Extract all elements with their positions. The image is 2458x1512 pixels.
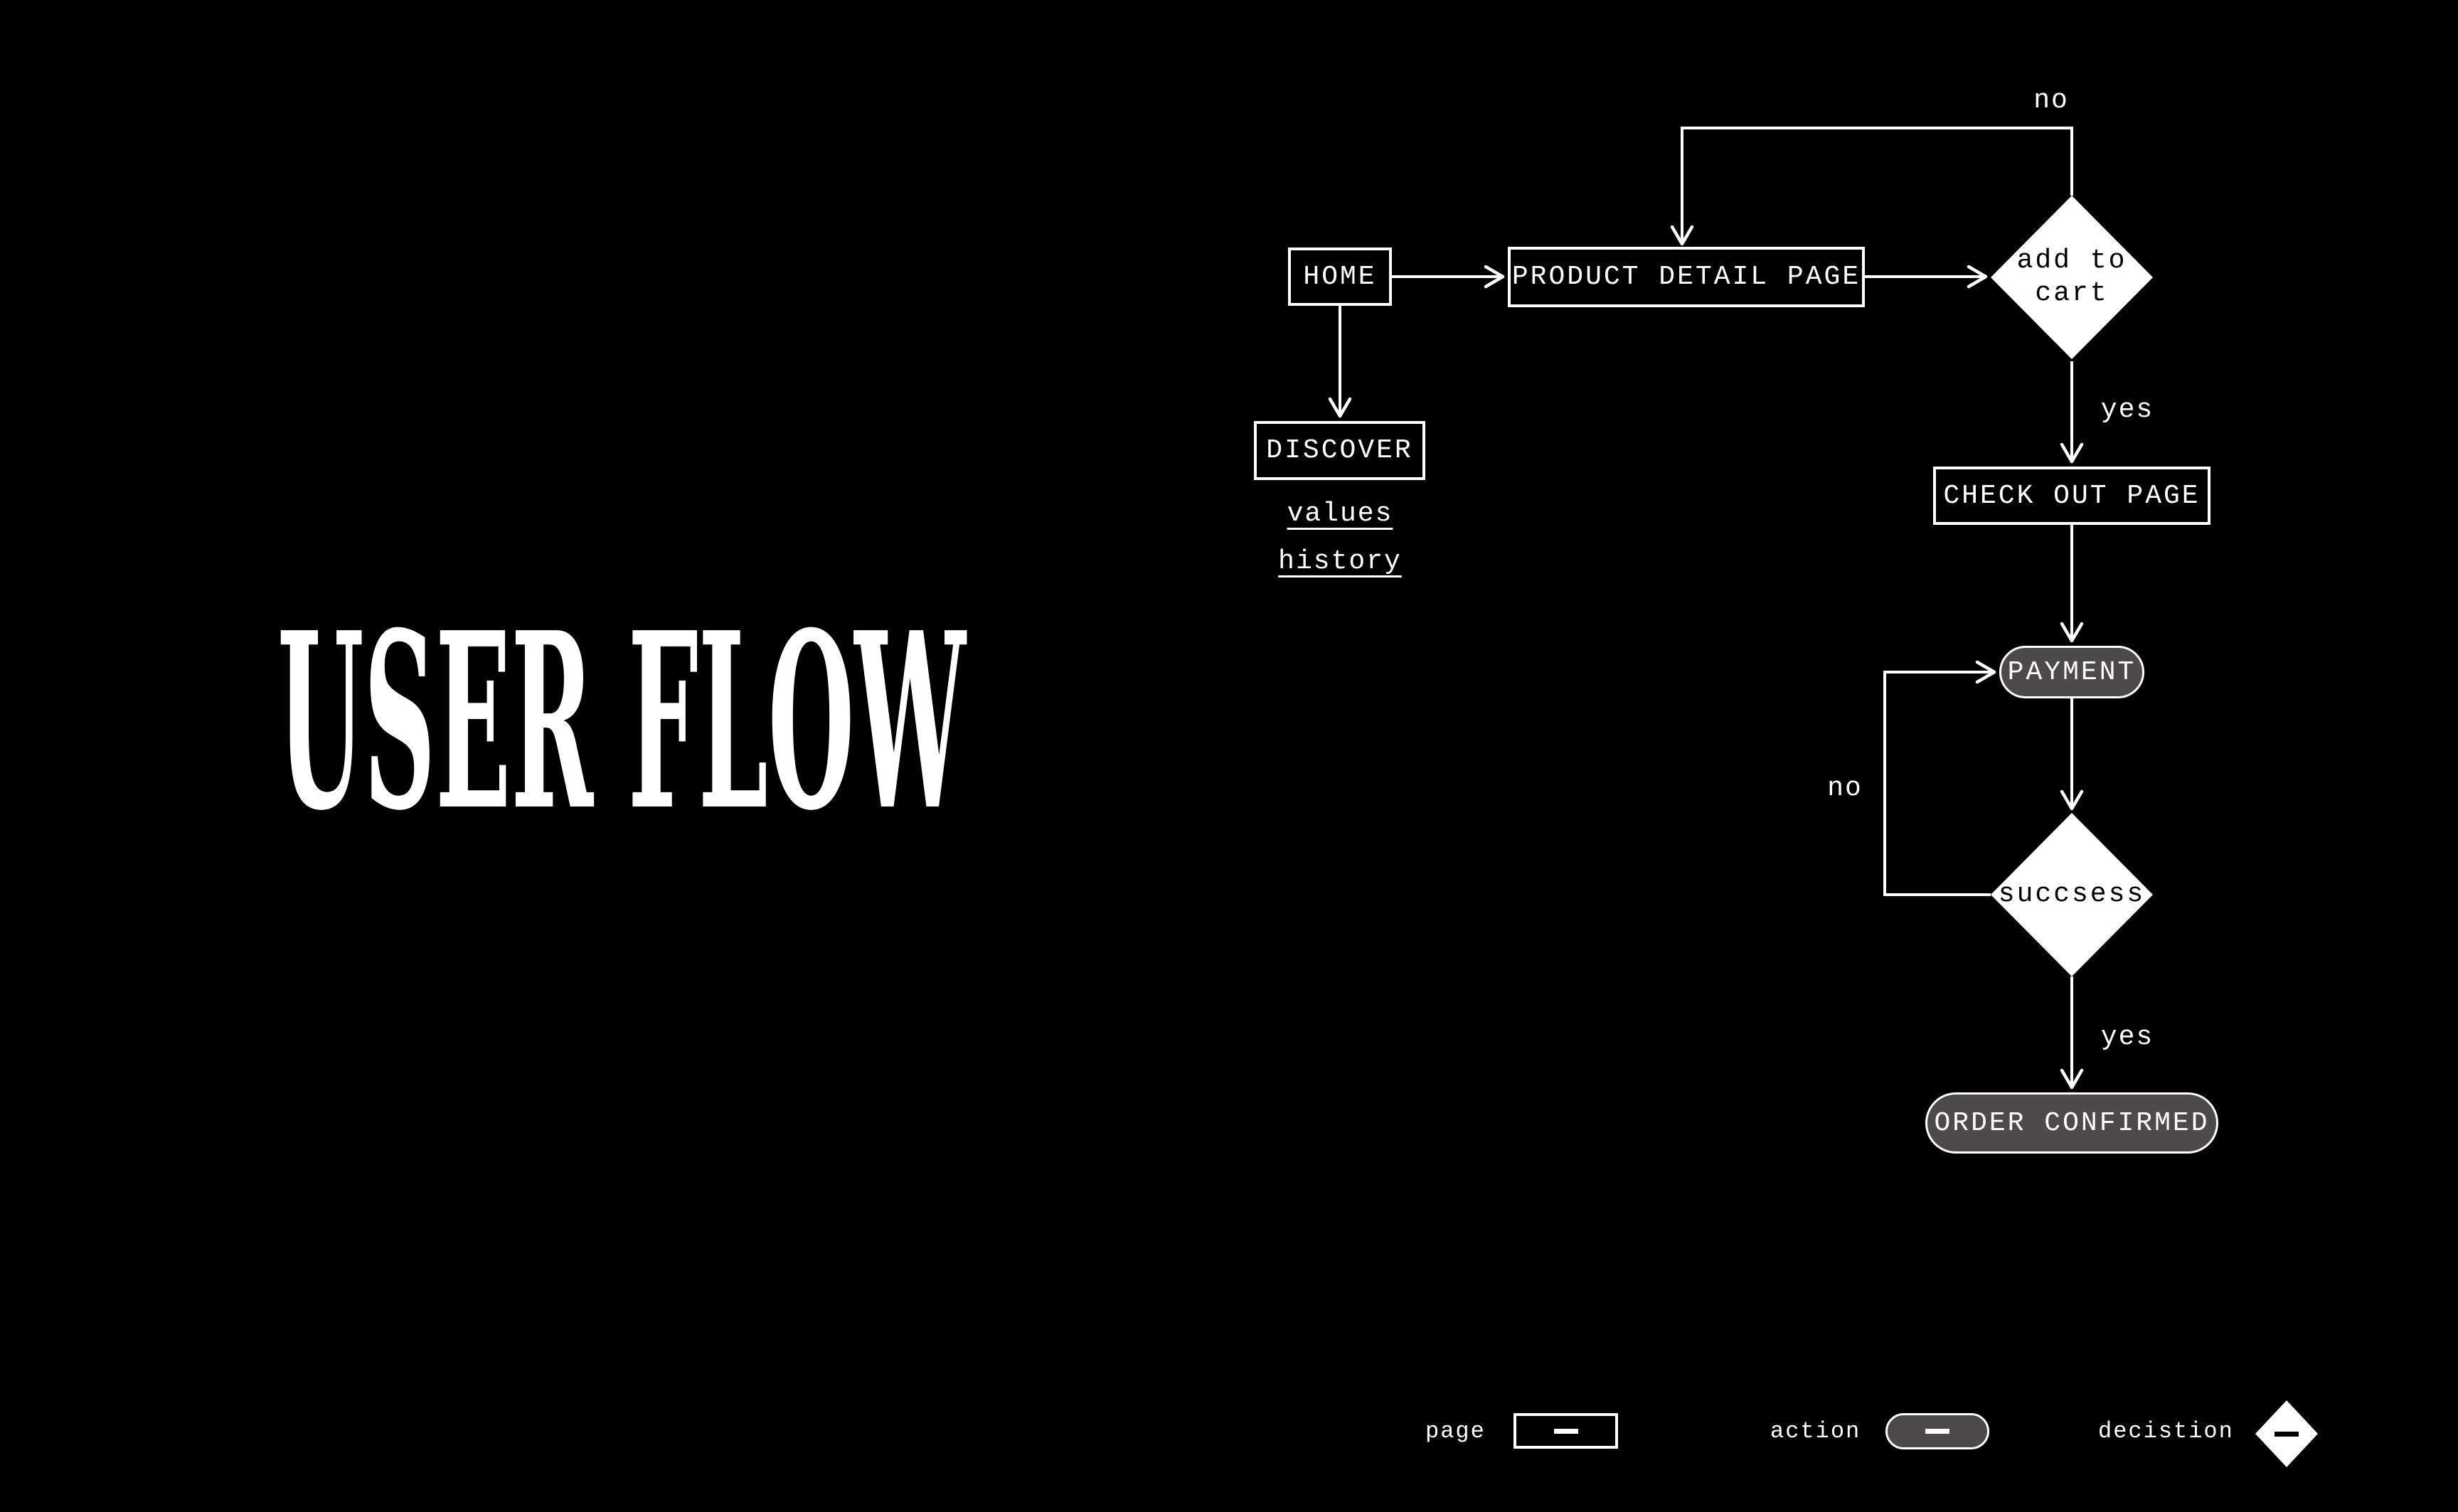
add-to-cart-label-line2: cart [2035,278,2109,309]
page-title: USER FLOW [277,580,966,864]
legend-decision-label: decistion [2098,1417,2234,1444]
legend-action-shape [1885,1413,1989,1449]
edge-label-no-payment: no [1827,772,1863,804]
add-to-cart-diamond [1991,196,2153,359]
flow-node-discover-label: DISCOVER [1266,435,1413,466]
edge-success-no-loop [1883,660,1996,896]
flow-node-checkout-label: CHECK OUT PAGE [1943,480,2201,511]
edge-label-yes-checkout: yes [2100,394,2154,425]
success-diamond-label: succsess [1991,813,2153,976]
legend-action-label: action [1770,1417,1861,1444]
values-link[interactable]: values [1287,498,1393,529]
legend-action-dash [1925,1429,1949,1434]
flow-node-order-confirmed: ORDER CONFIRMED [1925,1092,2218,1154]
flow-node-home-label: HOME [1303,261,1377,292]
legend-page-shape [1513,1413,1618,1449]
flow-node-home: HOME [1288,247,1392,306]
edge-label-yes-order: yes [2100,1021,2154,1053]
flow-node-product-detail-page: PRODUCT DETAIL PAGE [1508,247,1865,307]
add-to-cart-label-line1: add to [2016,245,2127,276]
flow-node-payment-label: PAYMENT [2007,656,2137,688]
flow-node-product-detail-label: PRODUCT DETAIL PAGE [1511,262,1861,292]
edge-addtocart-no-loop [1670,127,2073,246]
history-link[interactable]: history [1278,545,1402,577]
success-label-text: succsess [1998,879,2146,910]
edge-label-no-top: no [2033,85,2069,116]
flow-node-payment: PAYMENT [1999,646,2144,698]
legend-page-dash [1553,1428,1578,1434]
add-to-cart-diamond-label: add to cart [1991,196,2153,359]
legend-decision-dash [2275,1432,2299,1437]
success-diamond [1991,813,2153,976]
flow-node-checkout-page: CHECK OUT PAGE [1933,467,2210,525]
flow-node-discover: DISCOVER [1254,421,1425,480]
flow-node-order-confirmed-label: ORDER CONFIRMED [1934,1107,2210,1139]
legend-page-label: page [1425,1417,1486,1444]
